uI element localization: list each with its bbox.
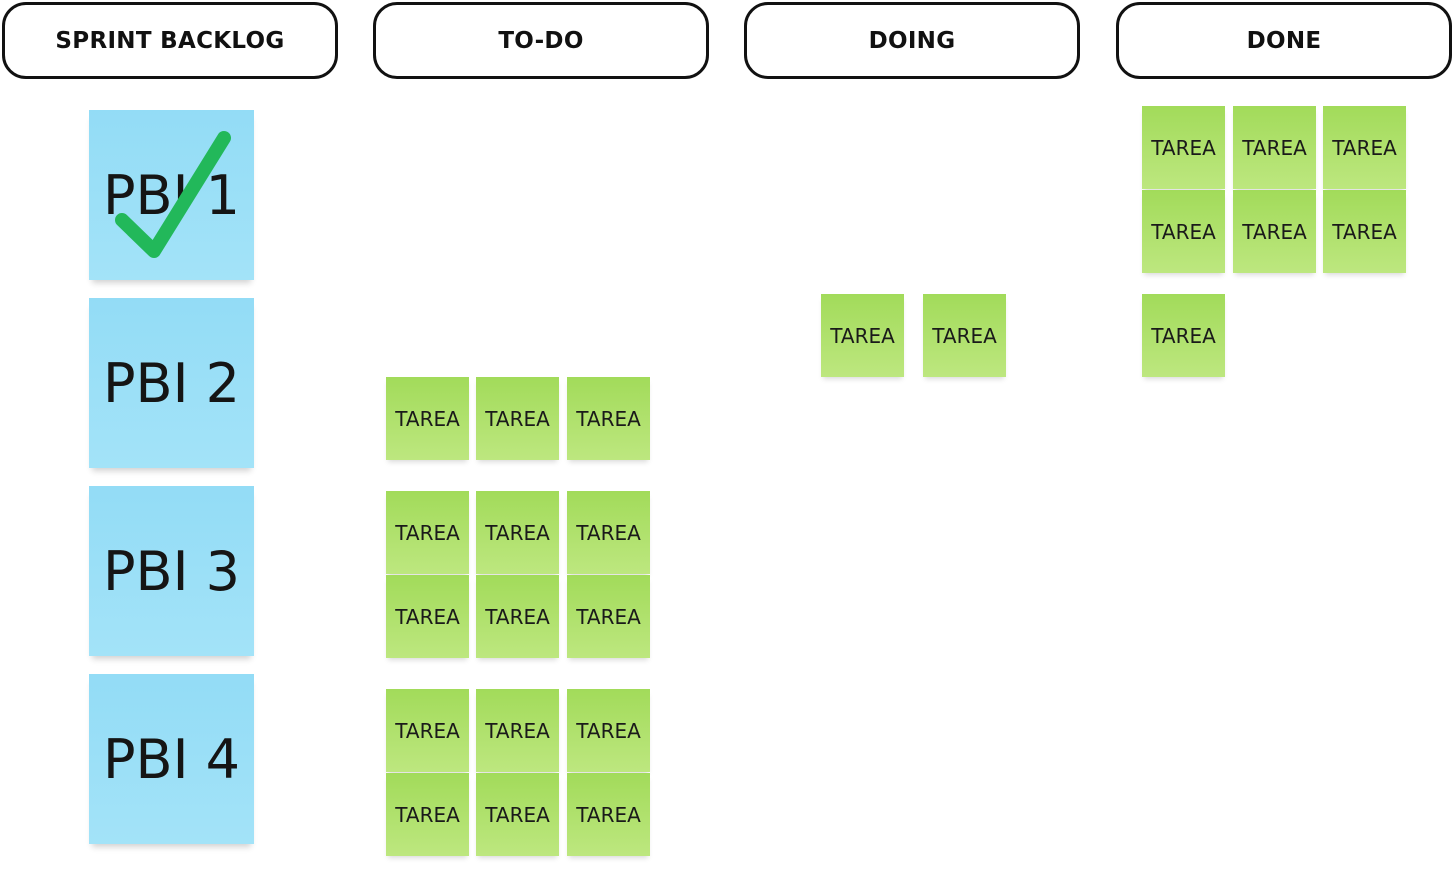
task-note-todo[interactable]: TAREA	[567, 773, 650, 856]
task-note-todo[interactable]: TAREA	[476, 491, 559, 574]
task-note-todo[interactable]: TAREA	[476, 377, 559, 460]
task-note-doing[interactable]: TAREA	[923, 294, 1006, 377]
pbi-note-3[interactable]: PBI 3	[89, 486, 254, 656]
task-note-todo[interactable]: TAREA	[567, 491, 650, 574]
task-note-todo[interactable]: TAREA	[567, 689, 650, 772]
task-note-done[interactable]: TAREA	[1233, 190, 1316, 273]
task-note-todo[interactable]: TAREA	[386, 377, 469, 460]
task-note-todo[interactable]: TAREA	[386, 575, 469, 658]
task-note-done[interactable]: TAREA	[1142, 190, 1225, 273]
task-note-done[interactable]: TAREA	[1323, 106, 1406, 189]
column-header-done: DONE	[1116, 2, 1452, 79]
column-header-sprint-backlog: SPRINT BACKLOG	[2, 2, 338, 79]
task-note-todo[interactable]: TAREA	[386, 491, 469, 574]
task-note-todo[interactable]: TAREA	[476, 575, 559, 658]
task-note-todo[interactable]: TAREA	[567, 377, 650, 460]
task-note-todo[interactable]: TAREA	[476, 773, 559, 856]
task-note-doing[interactable]: TAREA	[821, 294, 904, 377]
checkmark-icon	[115, 131, 231, 258]
task-note-todo[interactable]: TAREA	[386, 689, 469, 772]
task-note-done[interactable]: TAREA	[1233, 106, 1316, 189]
task-note-todo[interactable]: TAREA	[567, 575, 650, 658]
task-note-todo[interactable]: TAREA	[386, 773, 469, 856]
task-note-todo[interactable]: TAREA	[476, 689, 559, 772]
task-note-done[interactable]: TAREA	[1323, 190, 1406, 273]
column-header-todo: TO-DO	[373, 2, 709, 79]
pbi-note-2[interactable]: PBI 2	[89, 298, 254, 468]
column-header-doing: DOING	[744, 2, 1080, 79]
pbi-note-4[interactable]: PBI 4	[89, 674, 254, 844]
task-note-done[interactable]: TAREA	[1142, 294, 1225, 377]
task-note-done[interactable]: TAREA	[1142, 106, 1225, 189]
